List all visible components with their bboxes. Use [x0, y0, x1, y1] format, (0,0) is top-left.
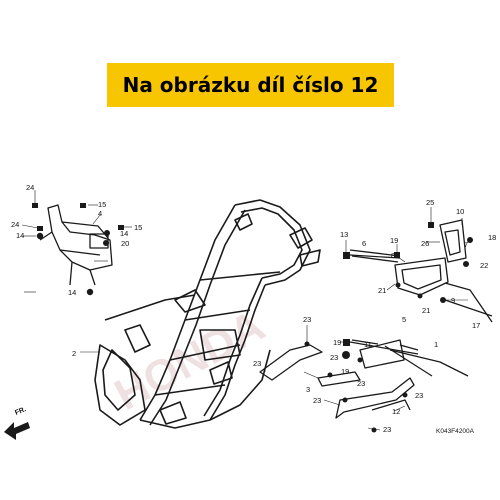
nut-23-c — [357, 357, 363, 363]
collar-19 — [342, 351, 350, 359]
nut-23-f — [371, 427, 377, 433]
part-label-1: 1 — [434, 340, 438, 349]
part-label-15a: 15 — [98, 200, 106, 209]
part-label-19b: 19 — [333, 338, 341, 347]
part-label-22: 22 — [480, 261, 488, 270]
nut-21b — [417, 293, 423, 299]
long-bolts — [349, 254, 493, 377]
main-frame — [94, 199, 321, 429]
nut-22 — [463, 261, 469, 267]
nut-21a — [395, 282, 401, 288]
part-label-25: 25 — [426, 198, 434, 207]
drawing-code: K043F4200A — [436, 428, 475, 435]
part-label-15b: 15 — [134, 223, 142, 232]
part-label-8: 8 — [391, 251, 395, 260]
part-label-24a: 24 — [26, 183, 34, 192]
part-label-5: 5 — [402, 315, 406, 324]
part-label-12: 12 — [392, 407, 400, 416]
part-label-6: 6 — [362, 239, 366, 248]
part-number-labels: 24 15 4 24 15 14 14 20 14 2 13 6 19 25 1… — [11, 183, 496, 434]
part-label-23d: 23 — [415, 391, 423, 400]
part-label-14b: 14 — [120, 229, 128, 238]
fasteners — [32, 203, 473, 433]
part-label-9: 9 — [451, 296, 455, 305]
part-label-20: 20 — [121, 239, 129, 248]
bolt-15-top — [80, 203, 86, 208]
bolt-24-top — [32, 203, 38, 208]
bolt-19-top — [394, 252, 400, 258]
nut-14-lower — [86, 288, 94, 296]
bolt-19-mid — [343, 339, 350, 346]
part-label-23f: 23 — [313, 396, 321, 405]
part-label-2: 2 — [72, 349, 76, 358]
part-label-21a: 21 — [378, 286, 386, 295]
fr-label: FR. — [14, 406, 27, 417]
fr-arrow-icon — [4, 422, 30, 440]
nut-14-left — [36, 232, 44, 240]
bolt-25 — [428, 222, 434, 228]
part-banner: Na obrázku díl číslo 12 — [107, 63, 394, 107]
part-label-14c: 14 — [68, 288, 76, 297]
part-label-19a: 19 — [390, 236, 398, 245]
bolt-24-left — [37, 226, 43, 231]
part-label-23c: 23 — [357, 379, 365, 388]
nut-20 — [103, 240, 109, 246]
nut-14-right — [104, 230, 110, 236]
nut-18 — [467, 237, 473, 243]
part-label-14a: 14 — [16, 231, 24, 240]
part-label-23a: 23 — [303, 315, 311, 324]
part-label-26: 26 — [421, 239, 429, 248]
nut-23-top — [304, 341, 310, 347]
nut-9 — [440, 297, 446, 303]
part-label-23g: 23 — [383, 425, 391, 434]
part-label-11: 11 — [364, 340, 372, 349]
part-label-23e: 23 — [253, 359, 261, 368]
bolt-15-right — [118, 225, 124, 230]
part-label-23b: 23 — [330, 353, 338, 362]
bolt-13 — [343, 252, 350, 259]
nut-23-d — [402, 392, 408, 398]
part-label-19c: 19 — [341, 367, 349, 376]
nut-23-mid — [327, 372, 333, 378]
nut-23-e — [342, 397, 348, 403]
part-label-7: 7 — [464, 240, 468, 249]
part-label-3: 3 — [306, 385, 310, 394]
front-direction-arrow: FR. — [4, 406, 30, 440]
part-label-17: 17 — [472, 321, 480, 330]
part-label-10: 10 — [456, 207, 464, 216]
part-label-4: 4 — [98, 209, 102, 218]
part-label-13: 13 — [340, 230, 348, 239]
part-label-18: 18 — [488, 233, 496, 242]
part-label-24b: 24 — [11, 220, 19, 229]
part-label-21b: 21 — [422, 306, 430, 315]
banner-text: Na obrázku díl číslo 12 — [122, 73, 379, 97]
